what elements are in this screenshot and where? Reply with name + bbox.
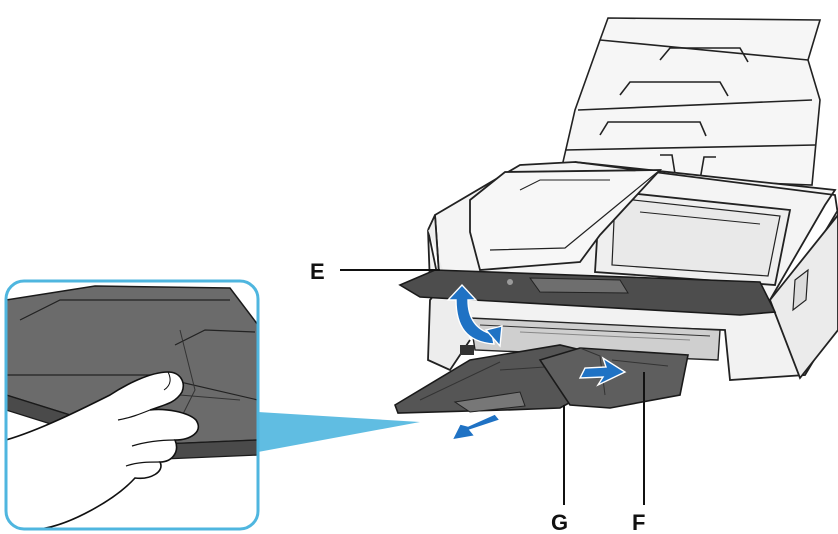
pull-arrow-g (450, 413, 502, 441)
label-g-group: G (551, 405, 568, 534)
inset-callout (4, 279, 420, 531)
rotate-arrow (446, 283, 503, 348)
pull-arrow-f (578, 356, 627, 387)
paper-support (559, 17, 822, 186)
label-f: F (632, 510, 645, 534)
label-g: G (551, 510, 568, 534)
hand-icon (6, 371, 200, 529)
label-e: E (310, 259, 325, 284)
label-e-group: E (310, 259, 440, 284)
printer-illustration (394, 17, 838, 441)
printer-body (427, 161, 838, 381)
operation-panel (398, 269, 777, 316)
label-f-group: F (632, 372, 645, 534)
